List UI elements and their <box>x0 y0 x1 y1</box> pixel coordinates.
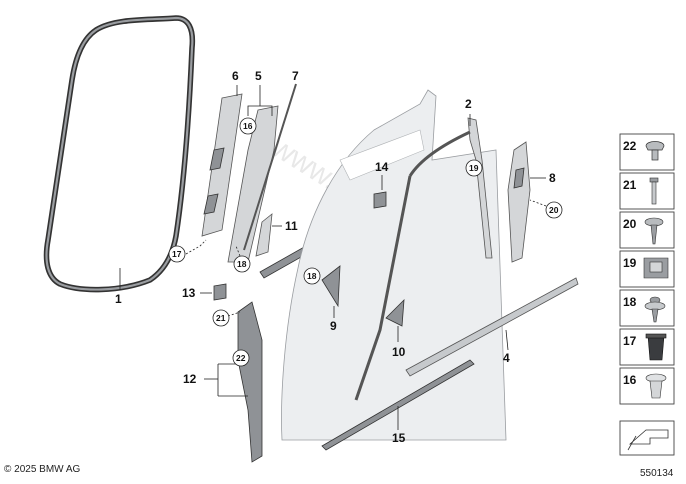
callout-9: 9 <box>330 319 337 333</box>
callout-10: 10 <box>392 345 406 359</box>
callout-15: 15 <box>392 431 406 445</box>
legend-label-22: 22 <box>623 139 637 153</box>
callout-7: 7 <box>292 69 299 83</box>
expanding-rivet-icon <box>645 373 667 399</box>
circled-ref-22: 22 <box>236 353 246 363</box>
part-2-window-frame <box>354 117 493 401</box>
callout-6: 6 <box>232 69 239 83</box>
circled-ref-16: 16 <box>243 121 253 131</box>
direction-arrow-icon <box>627 429 669 451</box>
part-15-lower-rail <box>321 359 475 451</box>
legend-label-17: 17 <box>623 334 637 348</box>
callout-12: 12 <box>183 372 197 386</box>
callout-13: 13 <box>182 286 196 300</box>
callout-5: 5 <box>255 69 262 83</box>
copyright: © 2025 BMW AG <box>4 464 81 475</box>
part-10-triangle-trim <box>385 298 405 327</box>
washer-screw-icon <box>644 296 666 323</box>
legend-label-19: 19 <box>623 256 637 270</box>
screw-icon <box>644 217 664 245</box>
part-11-bracket <box>255 213 273 257</box>
callout-14: 14 <box>375 160 389 174</box>
callout-1: 1 <box>115 292 122 306</box>
circled-ref-18: 18 <box>237 259 247 269</box>
callout-4: 4 <box>503 351 510 365</box>
part-4-belt-molding <box>405 277 579 377</box>
part-6-pillar-trim <box>201 93 243 237</box>
callout-8: 8 <box>549 171 556 185</box>
circled-ref-17: 17 <box>172 249 182 259</box>
circled-ref-19: 19 <box>469 163 479 173</box>
callout-11: 11 <box>285 219 298 233</box>
legend-label-16: 16 <box>623 373 637 387</box>
callout-2: 2 <box>465 97 472 111</box>
rivet-icon <box>649 177 659 205</box>
circled-ref-21: 21 <box>216 313 226 323</box>
part-13-clip <box>213 283 227 301</box>
part-12-lower-pillar-trim <box>237 301 263 463</box>
part-7-trim-strip <box>243 83 297 251</box>
legend-label-21: 21 <box>623 178 637 192</box>
part-8-b-pillar-trim <box>507 141 531 263</box>
legend-label-20: 20 <box>623 217 637 231</box>
circled-ref-18b: 18 <box>307 271 317 281</box>
circled-ref-20: 20 <box>549 205 559 215</box>
push-clip-icon <box>645 141 665 161</box>
clip-nut-icon <box>643 257 669 279</box>
diagram-id: 550134 <box>640 468 674 479</box>
part-14-clip <box>373 191 387 209</box>
legend-label-18: 18 <box>623 295 637 309</box>
part-9-triangle-trim <box>321 265 341 308</box>
grommet-icon <box>645 333 667 361</box>
fastener-legend: 22 21 20 19 18 <box>619 133 675 456</box>
part-1-door-seal <box>43 15 196 293</box>
